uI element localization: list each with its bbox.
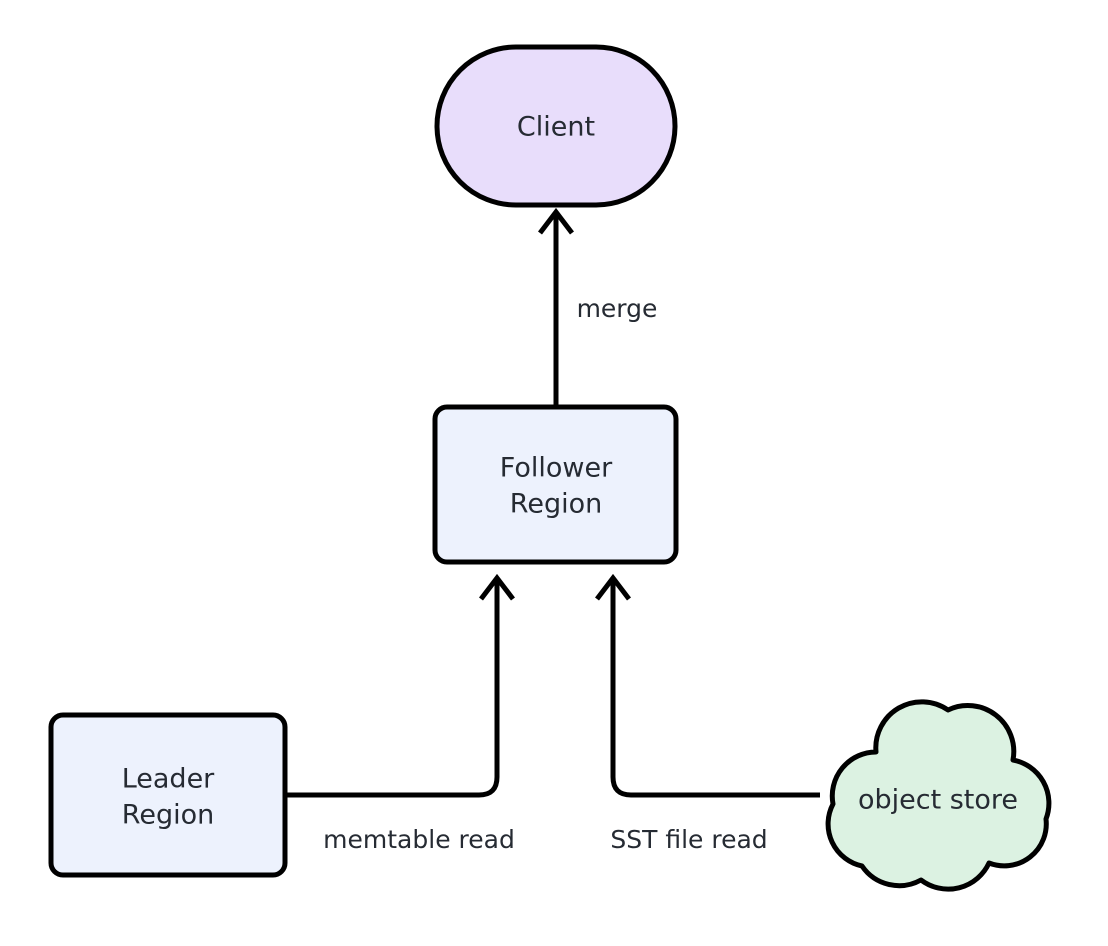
edge-label-merge: merge	[570, 290, 666, 328]
edge-leader-to-follower	[286, 573, 515, 798]
node-client-label: Client	[517, 112, 595, 143]
edge-label-memtable-read-bg	[313, 821, 525, 859]
arrow-head-sst-file-read	[595, 573, 631, 601]
node-follower-region-label-line2: Region	[510, 489, 602, 520]
edge-label-memtable-read-text: memtable read	[323, 825, 515, 854]
node-follower-region-shape	[432, 404, 679, 565]
edge-follower-to-client	[538, 207, 574, 407]
node-client[interactable]: Client	[434, 44, 678, 208]
arrow-head-memtable-read	[479, 573, 515, 601]
node-leader-region-label-line2: Region	[122, 800, 214, 831]
arrow-head-merge	[538, 207, 574, 235]
edge-label-sst-file-read-text: SST file read	[610, 825, 767, 854]
node-leader-region[interactable]: Leader Region	[48, 712, 288, 878]
node-leader-region-label-line1: Leader	[122, 764, 215, 795]
node-follower-region[interactable]: Follower Region	[432, 404, 679, 565]
node-client-shape	[434, 44, 678, 208]
edge-label-sst-file-read-bg	[602, 821, 777, 859]
node-leader-region-shape	[48, 712, 288, 878]
node-follower-region-label-line1: Follower	[500, 453, 613, 484]
node-object-store[interactable]: object store	[825, 699, 1052, 892]
edge-label-memtable-read: memtable read	[313, 821, 525, 859]
edge-line-memtable-read	[286, 580, 500, 798]
edge-label-merge-bg	[570, 290, 666, 328]
node-object-store-shape	[825, 699, 1052, 892]
edge-label-merge-text: merge	[577, 294, 658, 323]
node-object-store-label: object store	[858, 785, 1018, 816]
edge-label-sst-file-read: SST file read	[602, 821, 777, 859]
edge-objectstore-to-follower	[595, 573, 820, 798]
edge-line-sst-file-read	[610, 580, 820, 798]
